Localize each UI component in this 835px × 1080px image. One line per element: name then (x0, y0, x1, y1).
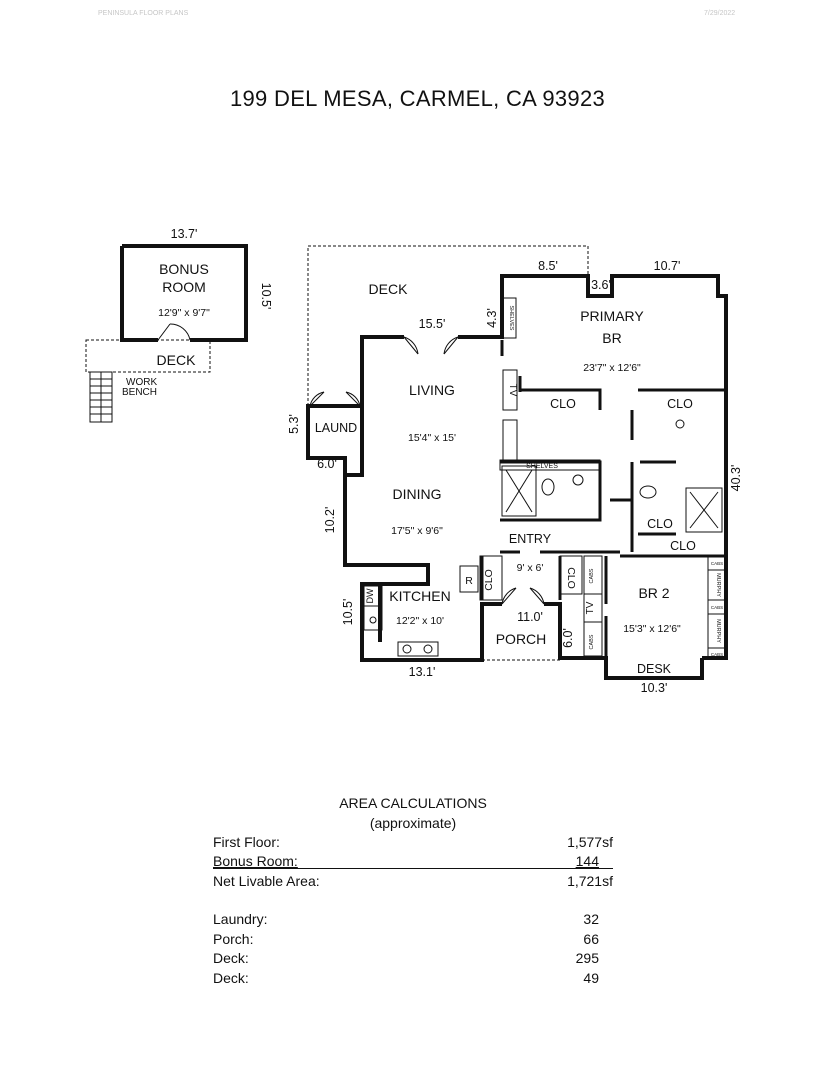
dim-11-0: 11.0' (517, 610, 543, 624)
closet-label-5: CLO (483, 569, 495, 591)
laundry-label: LAUND (315, 421, 357, 435)
dim-8-5: 8.5' (538, 259, 558, 273)
dim-40-3: 40.3' (729, 465, 743, 492)
area-row-label: Laundry: (213, 911, 268, 927)
area-row-value: 1,721sf (567, 873, 613, 889)
area-title: AREA CALCULATIONS (339, 795, 487, 811)
dim-10-7: 10.7' (654, 259, 681, 273)
work-bench-label-2: BENCH (122, 387, 157, 398)
primary-br-label: PRIMARY (580, 308, 644, 324)
work-bench-label: WORK (126, 377, 157, 388)
closet-label-4: CLO (670, 539, 696, 553)
door-swings (309, 336, 545, 605)
area-row-label: First Floor: (213, 834, 280, 850)
dim-6-0: 6.0' (317, 457, 337, 471)
dim-10-2: 10.2' (323, 507, 337, 534)
area-row-label: Deck: (213, 950, 249, 966)
area-row-value: 1,577sf (567, 834, 613, 850)
area-row-deck-2: Deck: 49 (213, 970, 613, 988)
closet-label-2: CLO (667, 397, 693, 411)
area-row-value: 32 (583, 911, 599, 927)
closet-label-3: CLO (647, 517, 673, 531)
tv-label-living: TV (507, 384, 518, 397)
page-title: 199 DEL MESA, CARMEL, CA 93923 (229, 86, 606, 111)
area-row-label: Deck: (213, 970, 249, 986)
cabs-label-2: CABS (589, 634, 595, 649)
bonus-deck-outline (85, 339, 211, 373)
area-row-label: Net Livable Area: (213, 873, 320, 889)
dining-label: DINING (393, 486, 442, 502)
dim-13-1: 13.1' (409, 665, 436, 679)
closet-label-6: CLO (565, 567, 577, 589)
bonus-dim-side: 10.5' (259, 283, 273, 310)
area-row-value: 49 (583, 970, 599, 986)
main-house-walls (306, 274, 728, 680)
refrigerator-label: R (465, 575, 473, 587)
cabs-label-4: CABS (711, 605, 723, 610)
primary-br-size: 23'7" x 12'6" (583, 362, 641, 374)
header-date: 7/29/2022 (704, 10, 736, 17)
area-row-value: 144 (575, 853, 599, 869)
entry-size: 9' x 6' (517, 562, 544, 574)
dim-3-6: 3.6' (591, 278, 611, 292)
work-bench-stairs (89, 371, 113, 423)
main-deck-outline (307, 245, 589, 406)
area-row-laundry: Laundry: 32 (213, 911, 613, 929)
cabs-label-1: CABS (589, 568, 595, 583)
plumbing-fixtures (369, 419, 719, 654)
living-size: 15'4" x 15' (408, 432, 456, 444)
murphy-bed-label-1: MURPHY (715, 573, 721, 597)
br2-label: BR 2 (638, 585, 669, 601)
murphy-bed-label-2: MURPHY (715, 619, 721, 643)
area-row-first-floor: First Floor: 1,577sf (213, 834, 613, 852)
area-subtitle: (approximate) (369, 815, 457, 831)
dim-5-3: 5.3' (287, 414, 301, 434)
area-row-label: Bonus Room: (213, 853, 298, 869)
area-row-net-livable: Net Livable Area: 1,721sf (213, 873, 613, 891)
dim-10-5: 10.5' (341, 599, 355, 626)
area-row-bonus-room: Bonus Room: 144 (213, 853, 613, 871)
entry-label: ENTRY (509, 532, 552, 546)
porch-label: PORCH (496, 631, 547, 647)
br2-size: 15'3" x 12'6" (623, 623, 681, 635)
header-left-text: PENINSULA FLOOR PLANS (98, 10, 189, 17)
dim-4-3: 4.3' (485, 308, 499, 328)
deck-label: DECK (369, 281, 409, 297)
tv-label-br2: TV (585, 601, 596, 614)
bonus-door-swing (157, 323, 191, 341)
area-row-label: Porch: (213, 931, 254, 947)
primary-br-label-2: BR (602, 330, 621, 346)
closet-label-1: CLO (550, 397, 576, 411)
bonus-room-label-2: ROOM (162, 279, 206, 295)
living-label: LIVING (409, 382, 455, 398)
dim-15-5: 15.5' (419, 317, 446, 331)
shelves-vertical-label: SHELVES (508, 306, 514, 331)
dining-size: 17'5" x 9'6" (391, 525, 443, 537)
cabs-label-5: CABS (711, 652, 723, 657)
cabs-label-3: CABS (711, 561, 723, 566)
area-row-value: 295 (575, 950, 599, 966)
kitchen-label: KITCHEN (389, 588, 450, 604)
bonus-deck-label: DECK (157, 352, 197, 368)
area-row-value: 66 (583, 931, 599, 947)
kitchen-size: 12'2" x 10' (396, 615, 444, 627)
dim-6-0-porch: 6.0' (561, 628, 575, 648)
floor-plan: 13.7' 10.5' BONUS ROOM 12'9" x 9'7" DECK… (85, 227, 743, 695)
dim-10-3: 10.3' (641, 681, 668, 695)
desk-label: DESK (637, 662, 672, 676)
bonus-dim-top: 13.7' (171, 227, 198, 241)
shelves-horizontal-label: SHELVES (526, 463, 558, 470)
bonus-room-label: BONUS (159, 261, 209, 277)
bonus-room-size: 12'9" x 9'7" (158, 307, 210, 319)
area-row-deck: Deck: 295 (213, 950, 613, 968)
fixture-boxes (363, 297, 727, 659)
area-divider (213, 868, 613, 869)
dishwasher-label: DW (365, 588, 375, 603)
area-row-porch: Porch: 66 (213, 931, 613, 949)
